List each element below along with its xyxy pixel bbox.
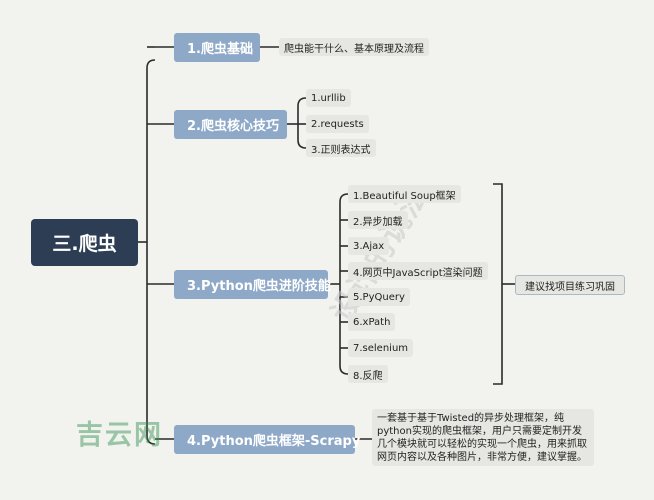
leaf-basics-overview: 爬虫能干什么、基本原理及流程	[279, 38, 429, 56]
leaf-urllib: 1.urllib	[306, 89, 351, 107]
branch-advanced: 3.Python爬虫进阶技能	[174, 270, 331, 299]
branch-basics: 1.爬虫基础	[174, 33, 260, 62]
leaf-pyquery: 5.PyQuery	[348, 288, 410, 306]
leaf-js-rendering: 4.网页中JavaScript渲染问题	[348, 262, 488, 280]
leaf-regex: 3.正则表达式	[306, 139, 376, 157]
leaf-requests: 2.requests	[306, 115, 369, 133]
scrapy-description: 一套基于基于Twisted的异步处理框架，纯python实现的爬虫框架，用户只需…	[372, 409, 594, 466]
leaf-beautiful-soup: 1.Beautiful Soup框架	[348, 185, 461, 203]
watermark-logo: 吉云网	[76, 420, 163, 451]
leaf-async-loading: 2.异步加载	[348, 211, 408, 229]
leaf-anti-crawling: 8.反爬	[348, 365, 388, 383]
branch-core-skills: 2.爬虫核心技巧	[174, 110, 287, 139]
advanced-note: 建议找项目练习巩固	[515, 275, 625, 295]
leaf-ajax: 3.Ajax	[348, 237, 390, 255]
branch-scrapy: 4.Python爬虫框架-Scrapy	[174, 425, 360, 454]
leaf-xpath: 6.xPath	[348, 313, 396, 331]
leaf-selenium: 7.selenium	[348, 339, 414, 357]
root-node: 三.爬虫	[31, 219, 138, 266]
